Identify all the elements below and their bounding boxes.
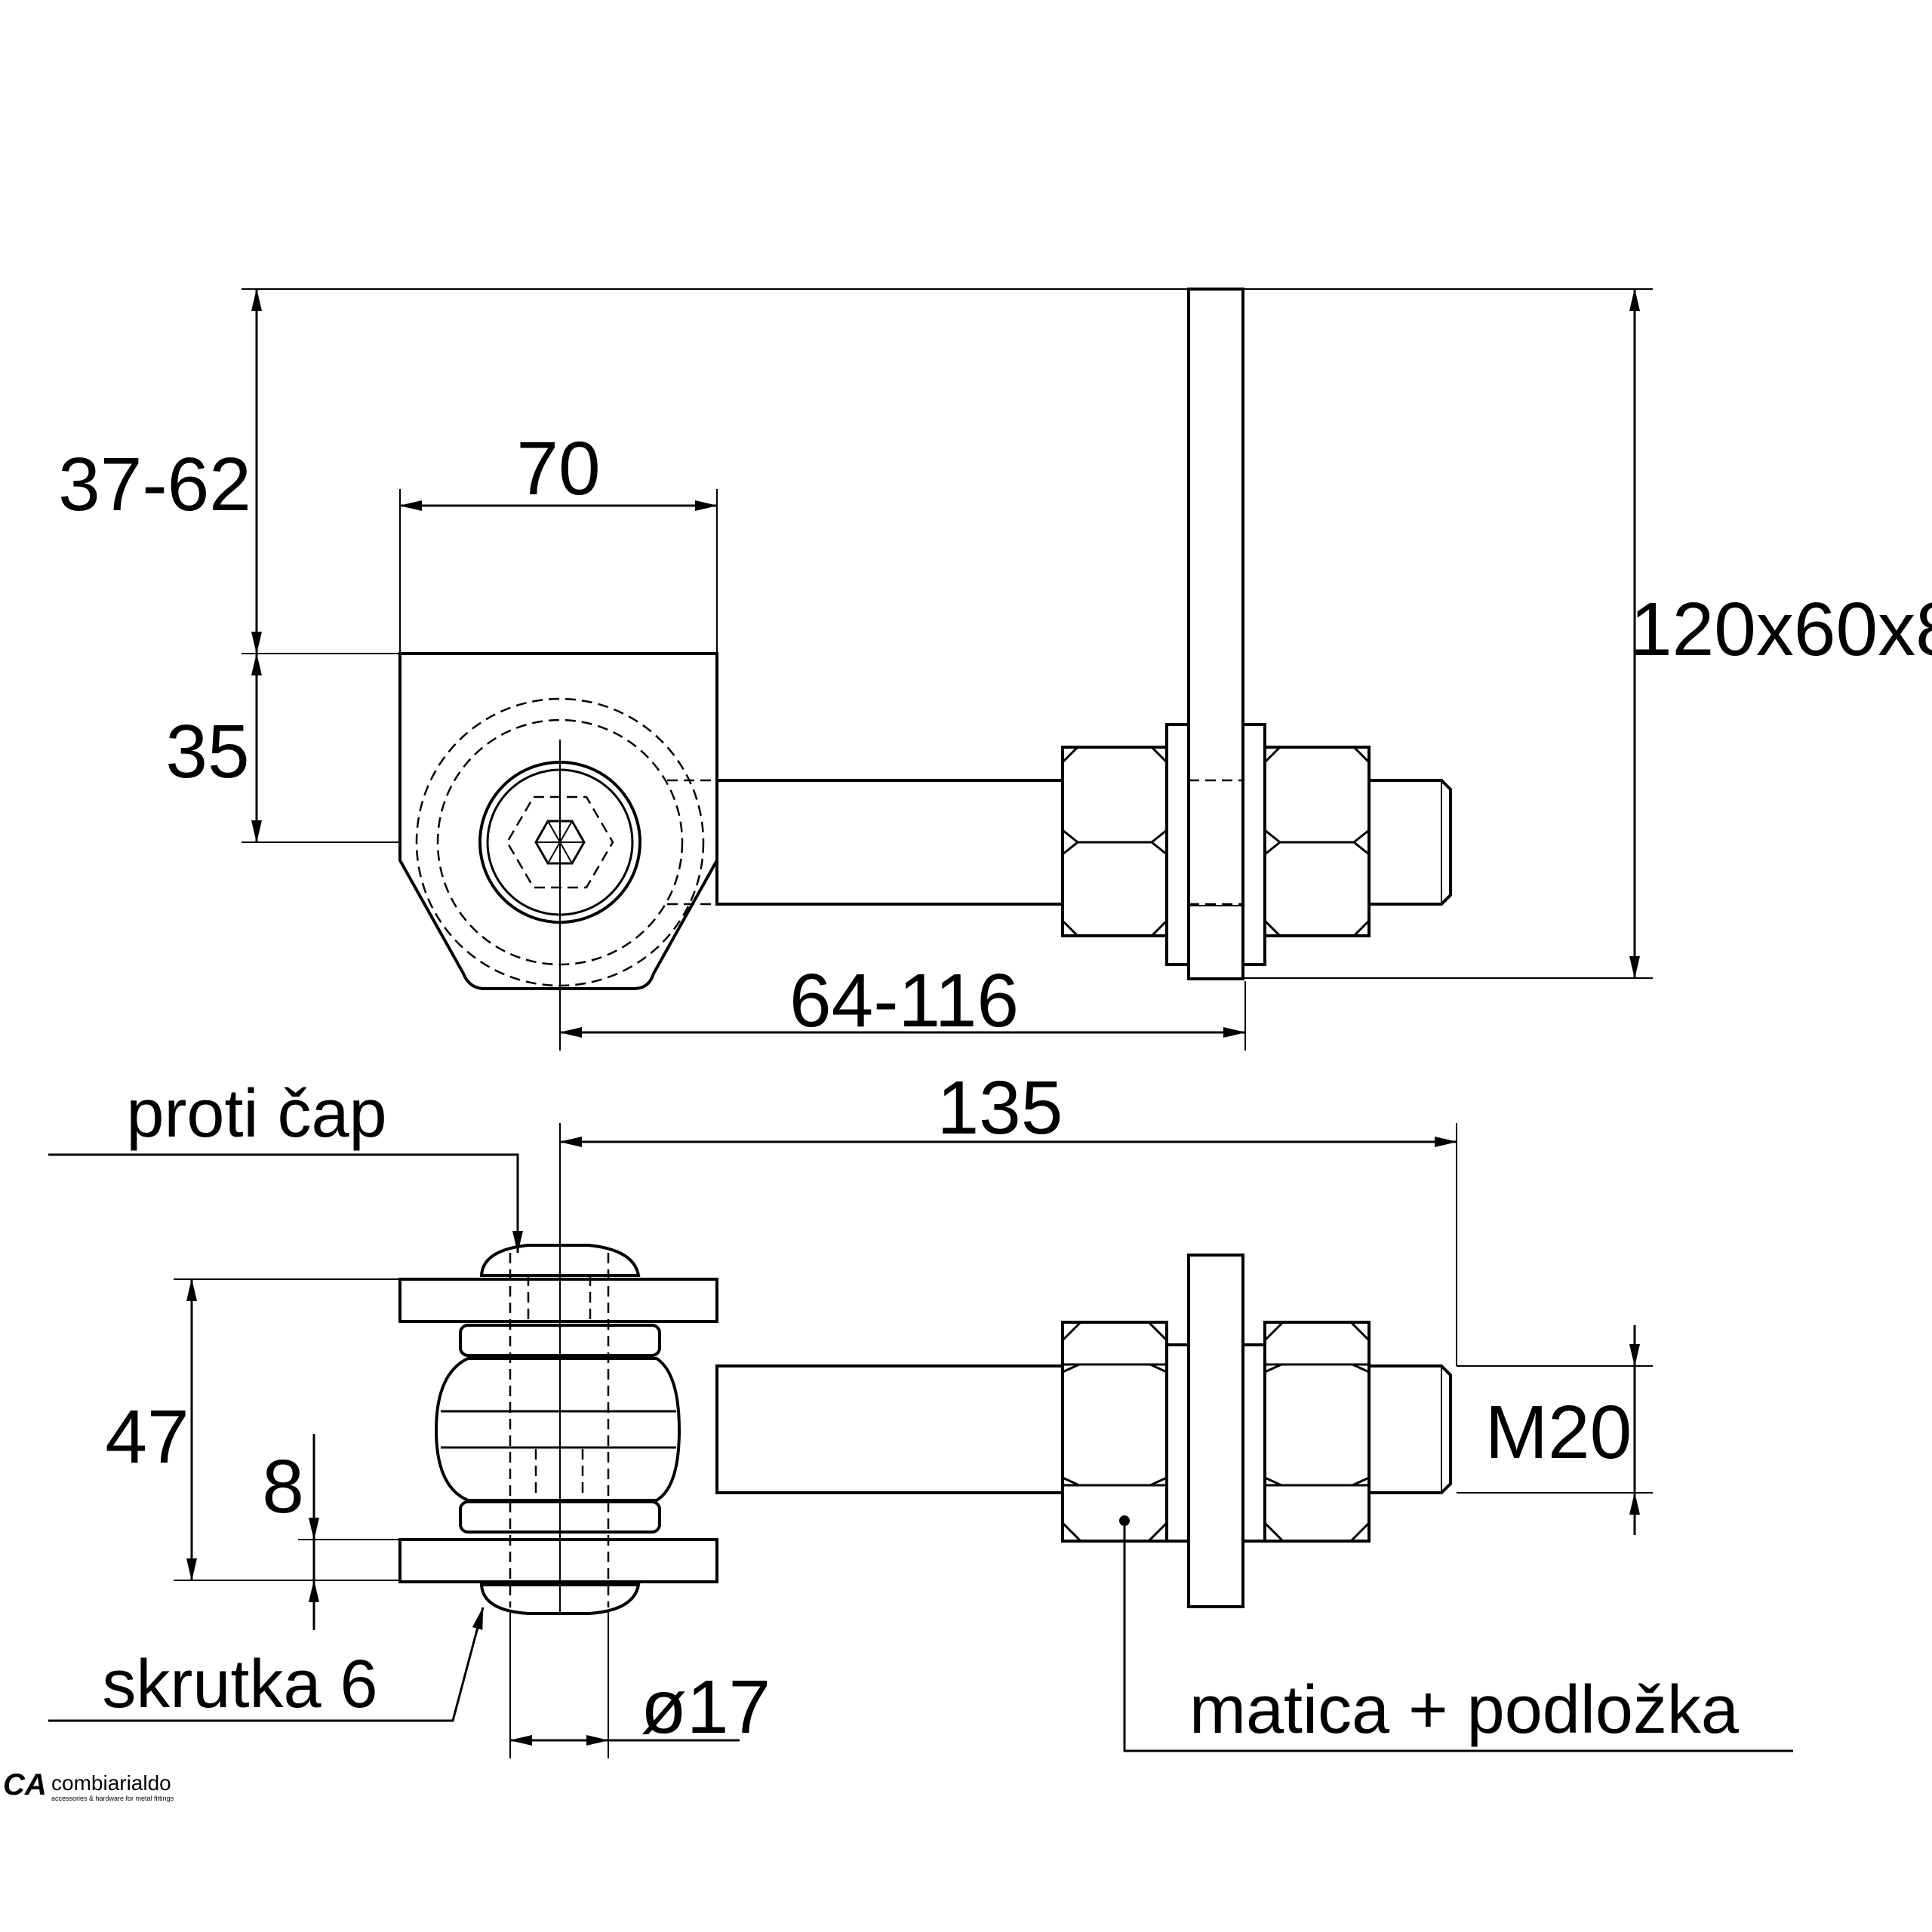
leader-top-cap: [48, 1153, 523, 1254]
dim-70: 70: [516, 426, 600, 511]
top-view: 37-62 70 35 120x60x8 64-116: [58, 288, 1932, 1051]
thread-end-side: [1367, 1364, 1452, 1494]
label-screw: skrutka 6: [102, 1647, 377, 1722]
dim-135: 135: [937, 1066, 1063, 1150]
nut-right-side: [1263, 1321, 1371, 1543]
logo-tagline: accessories & hardware for metal fitting…: [51, 1795, 174, 1802]
nut-right: [1263, 746, 1371, 937]
nut-left: [1061, 746, 1168, 937]
dim-120x60x8: 120x60x8: [1630, 587, 1932, 672]
weld-plate: [1187, 288, 1244, 980]
logo-name: combiarialdo: [51, 1771, 171, 1795]
bolt-shank: [715, 779, 1066, 906]
side-view: 135 47 8 M20 ø17 proti čap skrutka 6 mat…: [48, 1066, 1793, 1758]
logo-mark: CA: [3, 1768, 47, 1801]
bottom-flange: [398, 1538, 718, 1583]
dim-35: 35: [165, 709, 249, 794]
leader-screw: [48, 1607, 485, 1722]
thread-end: [1367, 779, 1452, 906]
dim-47: 47: [105, 1395, 189, 1479]
knuckle: [434, 1357, 681, 1502]
top-flange: [398, 1278, 718, 1323]
brand-logo: CA combiarialdo accessories & hardware f…: [3, 1768, 174, 1802]
dim-m20: M20: [1485, 1390, 1632, 1475]
nut-left-side: [1061, 1321, 1168, 1543]
dim-17: ø17: [641, 1665, 771, 1749]
label-top-cap: proti čap: [126, 1076, 386, 1152]
bolt-shank-side: [715, 1364, 1066, 1494]
dim-37-62: 37-62: [58, 442, 251, 527]
dim-64-116: 64-116: [789, 958, 1019, 1043]
label-nut-washer: matica + podložka: [1189, 1672, 1740, 1748]
leader-nut-washer: [1123, 1524, 1793, 1752]
weld-plate-edge: [1187, 1254, 1244, 1608]
dim-8: 8: [262, 1444, 304, 1529]
